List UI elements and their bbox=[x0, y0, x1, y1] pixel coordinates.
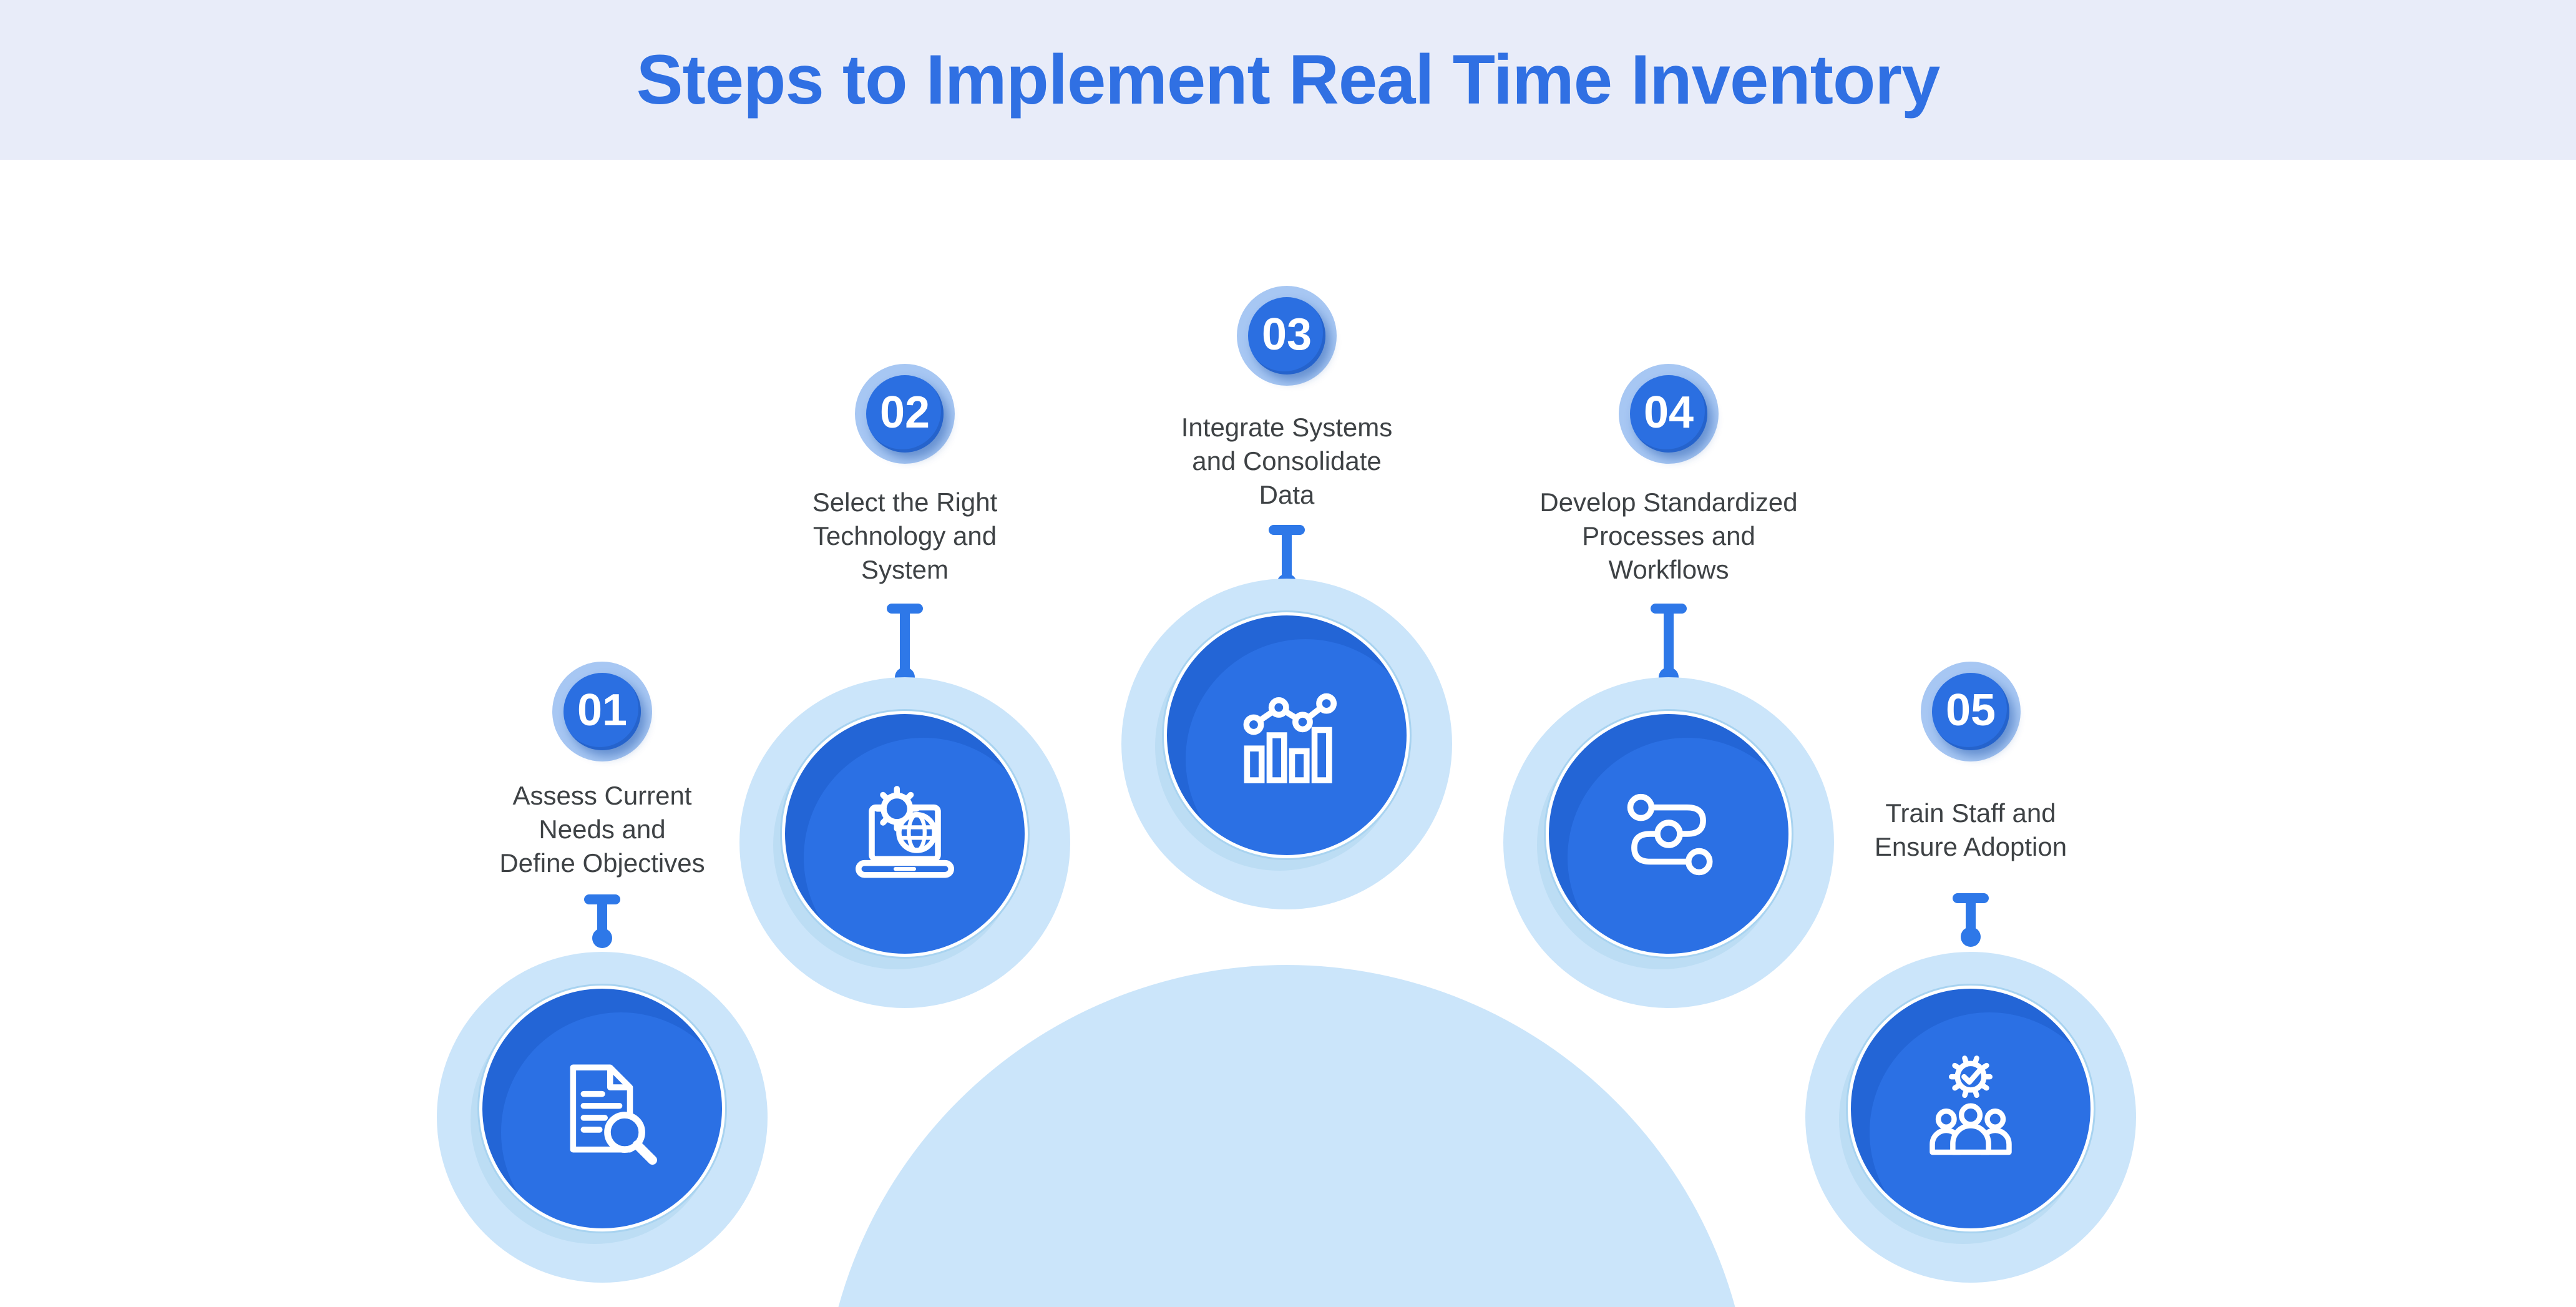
connector-dot bbox=[1659, 667, 1679, 687]
step-01-disc bbox=[479, 986, 725, 1231]
step-02-circle bbox=[739, 677, 1070, 1008]
step-04-label: Develop Standardized Processes and Workf… bbox=[1539, 487, 1798, 584]
connector-bar bbox=[1651, 604, 1687, 614]
badge-circle: 05 bbox=[1932, 673, 2009, 750]
workflow-icon bbox=[1627, 793, 1713, 876]
header-band: Steps to Implement Real Time Inventory bbox=[0, 0, 2576, 160]
badge-circle: 01 bbox=[564, 673, 641, 750]
connector-bar bbox=[1269, 525, 1305, 535]
step-02-label: Select the Right Technology and System bbox=[812, 487, 998, 584]
step-03-label: Integrate Systems and Consolidate Data bbox=[1181, 413, 1393, 509]
step-04-disc bbox=[1546, 711, 1792, 957]
page-title: Steps to Implement Real Time Inventory bbox=[636, 41, 1940, 119]
connector-stem bbox=[900, 604, 910, 677]
step-05-number-badge: 05 bbox=[1921, 662, 2021, 761]
step-01-label: Assess Current Needs and Define Objectiv… bbox=[499, 781, 705, 878]
step-03-circle bbox=[1121, 579, 1452, 909]
step-01-circle bbox=[437, 952, 768, 1283]
connector-dot bbox=[1277, 574, 1297, 594]
step-number: 04 bbox=[1643, 388, 1694, 438]
connector-dot bbox=[1961, 927, 1981, 947]
connector-stem bbox=[597, 894, 607, 938]
step-number: 05 bbox=[1945, 685, 1996, 735]
connector-stem bbox=[1664, 604, 1674, 677]
step-05-label: Train Staff and Ensure Adoption bbox=[1874, 798, 2067, 861]
step-05-disc bbox=[1848, 986, 2094, 1231]
connector-stem bbox=[1282, 525, 1292, 584]
laptop-settings-globe-icon bbox=[856, 786, 954, 878]
team-approval-icon bbox=[1930, 1055, 2012, 1155]
step-01-number-badge: 01 bbox=[552, 662, 652, 761]
step-02-number-badge: 02 bbox=[855, 364, 955, 464]
step-02-disc bbox=[782, 711, 1028, 957]
step-04-number-badge: 04 bbox=[1619, 364, 1719, 464]
badge-circle: 03 bbox=[1248, 297, 1325, 374]
step-number: 03 bbox=[1261, 310, 1312, 360]
step-05-circle bbox=[1805, 952, 2136, 1283]
step-number: 01 bbox=[577, 685, 628, 735]
step-04-circle bbox=[1503, 677, 1834, 1008]
connector-dot bbox=[592, 928, 612, 948]
connector-bar bbox=[584, 894, 620, 904]
connector-dot bbox=[895, 667, 915, 687]
bar-chart-trend-icon bbox=[1243, 693, 1337, 783]
step-number: 02 bbox=[879, 388, 930, 438]
connector-bar bbox=[1953, 893, 1989, 903]
badge-circle: 04 bbox=[1630, 375, 1707, 453]
step-03-number-badge: 03 bbox=[1237, 286, 1337, 386]
decorative-bottom-circle bbox=[822, 965, 1752, 1307]
connector-bar bbox=[887, 604, 923, 614]
connector-stem bbox=[1966, 893, 1976, 937]
badge-circle: 02 bbox=[866, 375, 944, 453]
step-03-disc bbox=[1164, 612, 1410, 858]
document-search-icon bbox=[570, 1064, 657, 1165]
